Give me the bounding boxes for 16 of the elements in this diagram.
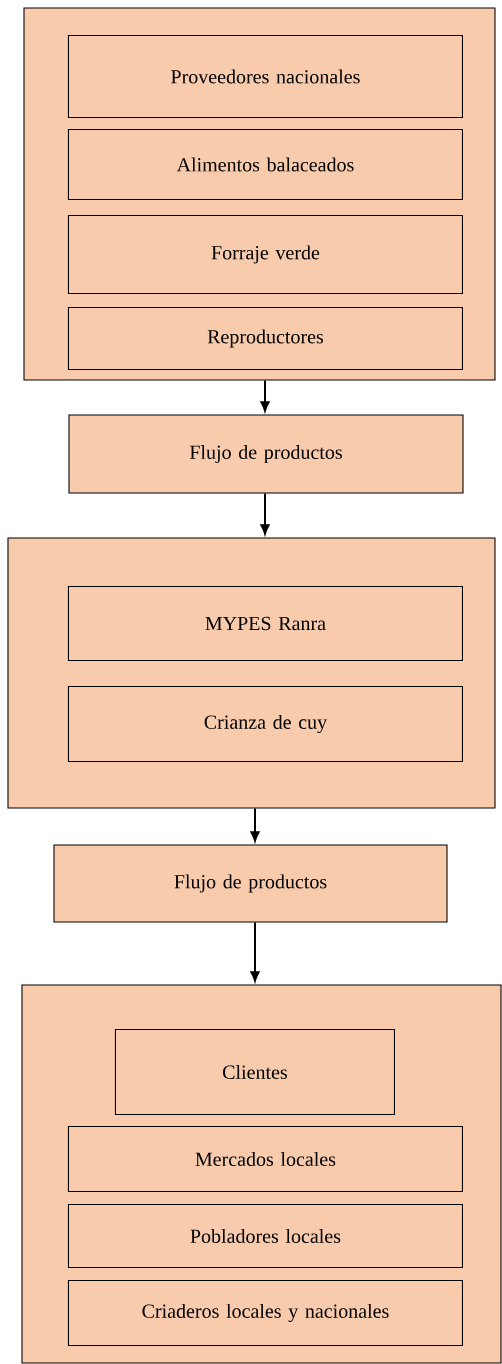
process-box: Reproductores	[67, 306, 463, 370]
arrow	[250, 921, 260, 982]
process-box: MYPES Ranra	[67, 585, 463, 661]
arrow	[250, 807, 260, 842]
process-box: Proveedores nacionales	[67, 34, 463, 118]
arrow	[260, 379, 270, 412]
process-box: Criaderos locales y nacionales	[67, 1279, 463, 1346]
process-box: Clientes	[114, 1028, 395, 1115]
process-box: Crianza de cuy	[67, 685, 463, 762]
flow-box: Flujo de productos	[68, 414, 464, 494]
process-box: Forraje verde	[67, 214, 463, 294]
process-box: Alimentos balaceados	[67, 128, 463, 200]
process-box: Pobladores locales	[67, 1203, 463, 1268]
flow-box: Flujo de productos	[53, 844, 448, 923]
arrow	[260, 492, 270, 535]
process-box: Mercados locales	[67, 1125, 463, 1192]
